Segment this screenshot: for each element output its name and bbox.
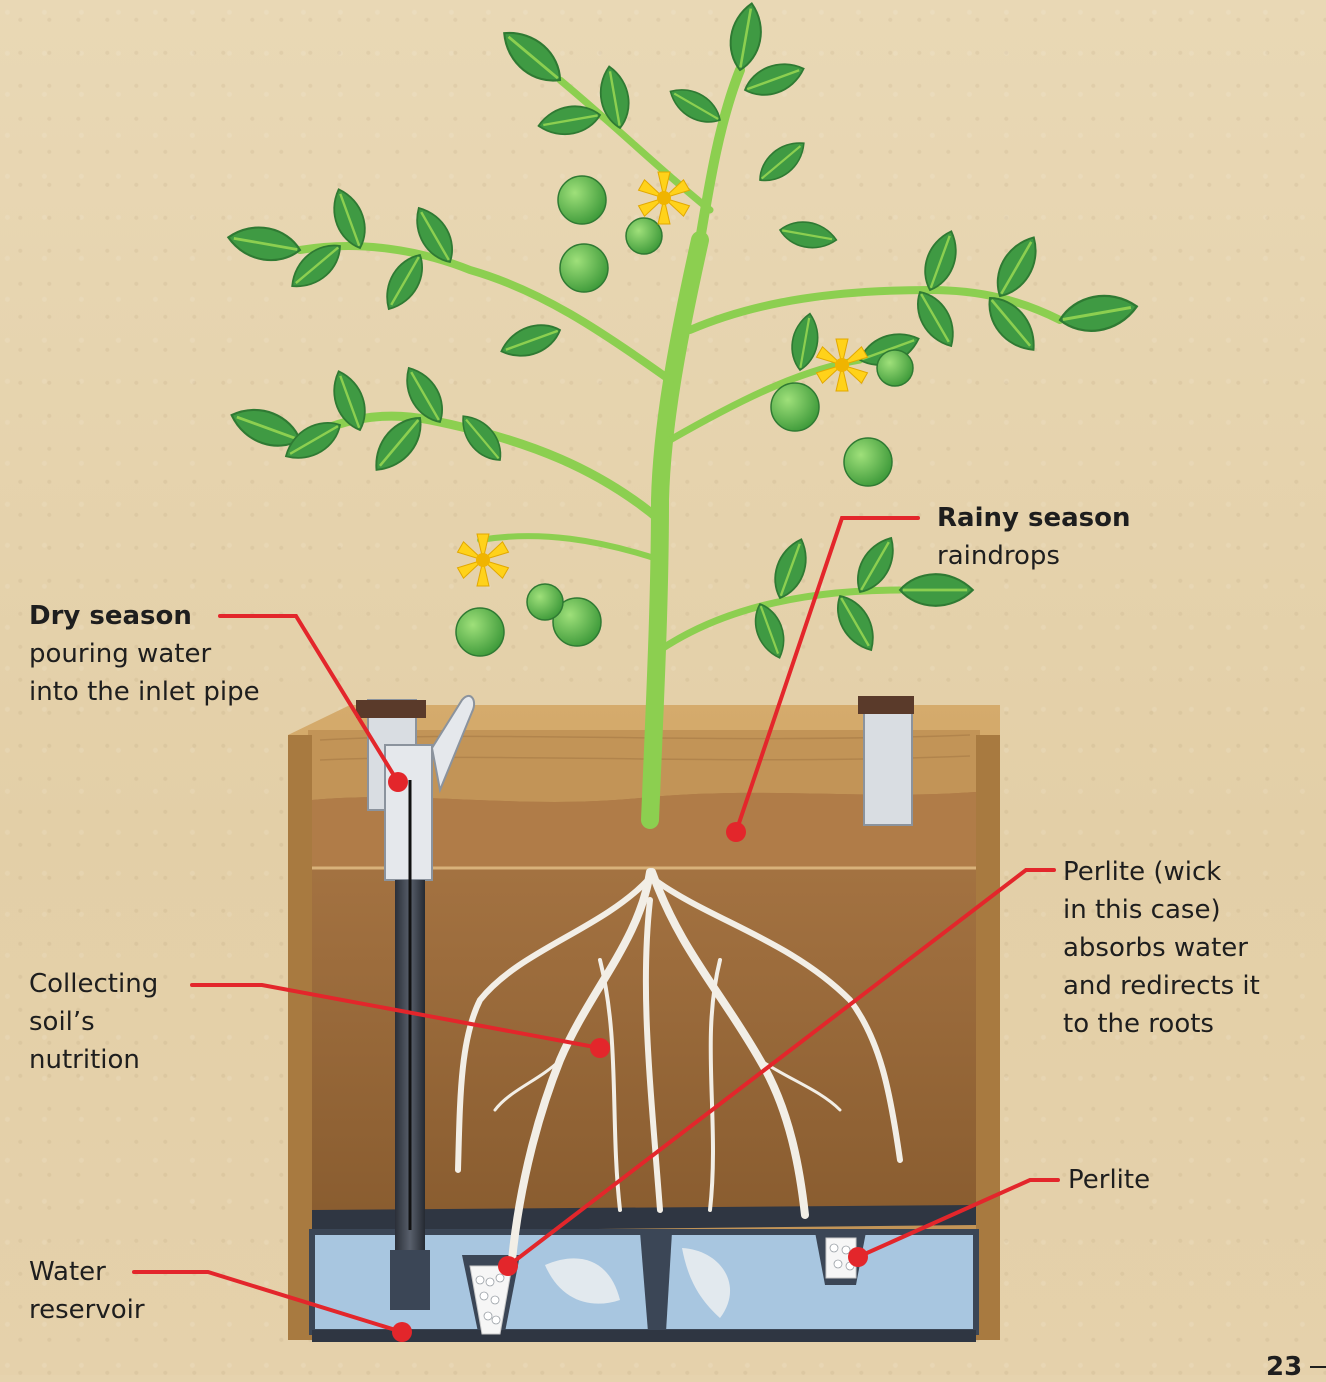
label-perlite-wick-line3: absorbs water [1063, 929, 1260, 967]
label-rainy-season-line1: raindrops [937, 537, 1131, 575]
label-perlite-line1: Perlite [1068, 1161, 1150, 1199]
label-perlite-wick-line5: to the roots [1063, 1005, 1260, 1043]
tomato-plant [226, 1, 1140, 820]
label-collecting-line2: soil’s [29, 1003, 158, 1041]
label-perlite-wick-line4: and redirects it [1063, 967, 1260, 1005]
label-rainy-season: Rainy season raindrops [937, 499, 1131, 575]
label-water-reservoir-line1: Water [29, 1253, 145, 1291]
label-dry-season-title: Dry season [29, 597, 260, 635]
page-number-rule [1310, 1366, 1326, 1368]
label-perlite-wick-line1: Perlite (wick [1063, 853, 1260, 891]
label-rainy-season-title: Rainy season [937, 499, 1131, 537]
label-perlite-wick-line2: in this case) [1063, 891, 1260, 929]
label-collecting-line3: nutrition [29, 1041, 158, 1079]
label-collecting-line1: Collecting [29, 965, 158, 1003]
label-dry-season: Dry season pouring water into the inlet … [29, 597, 260, 711]
label-dry-season-line1: pouring water [29, 635, 260, 673]
page-number: 23 [1266, 1352, 1302, 1382]
label-water-reservoir: Water reservoir [29, 1253, 145, 1329]
label-perlite-wick: Perlite (wick in this case) absorbs wate… [1063, 853, 1260, 1043]
label-collecting: Collecting soil’s nutrition [29, 965, 158, 1079]
label-water-reservoir-line2: reservoir [29, 1291, 145, 1329]
label-dry-season-line2: into the inlet pipe [29, 673, 260, 711]
label-perlite: Perlite [1068, 1161, 1150, 1199]
